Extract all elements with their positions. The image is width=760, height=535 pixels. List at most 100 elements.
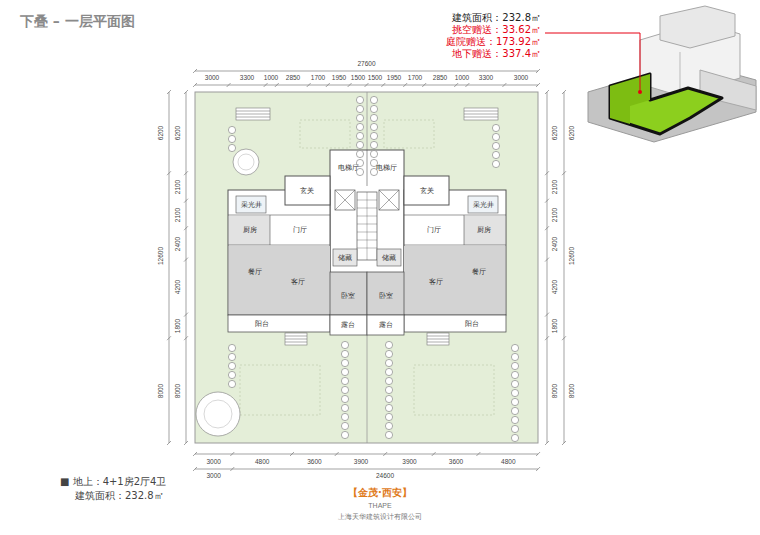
tree: [370, 123, 377, 130]
dimension-text: 3900: [354, 458, 368, 465]
dimension-tick: [562, 171, 566, 175]
tree: [370, 114, 377, 121]
tree: [228, 371, 235, 378]
dimension-text: 3300: [479, 74, 493, 81]
dimension-text: 4200: [551, 280, 558, 294]
dimension-tick: [290, 452, 294, 456]
dimension-tick: [422, 83, 426, 87]
room-label: 玄关: [300, 187, 314, 195]
massing-icon: [545, 6, 756, 142]
tree: [385, 413, 392, 420]
tree: [228, 353, 235, 360]
dimension-tick: [454, 83, 458, 87]
tree: [341, 359, 348, 366]
room-label: 卧室: [379, 292, 393, 300]
dimension-line: [195, 454, 538, 455]
dimension-line: [186, 92, 187, 443]
dimension-tick: [167, 441, 171, 445]
trees: [196, 96, 519, 441]
dimension-tick: [545, 441, 549, 445]
dimension-tick: [275, 83, 279, 87]
tree: [228, 126, 235, 133]
dimension-tick: [383, 452, 387, 456]
unit-note: 建筑面积：232.8㎡: [75, 490, 164, 502]
tree-canopy: [204, 400, 232, 428]
tree: [341, 377, 348, 384]
room-label: 卧室: [341, 292, 355, 300]
dimension-tick: [307, 83, 311, 87]
dimension-tick: [167, 336, 171, 340]
dimension-tick: [536, 467, 540, 471]
dimension-text: 2100: [174, 207, 181, 221]
tree: [385, 386, 392, 393]
dimension-line: [195, 469, 538, 470]
tree: [511, 425, 518, 432]
tree: [233, 149, 259, 175]
dimension-text: 3000: [205, 74, 219, 81]
tree: [511, 407, 518, 414]
room-label: 阳台: [465, 319, 479, 327]
room-label: 厨房: [243, 226, 257, 234]
dimension-tick: [381, 83, 385, 87]
dimension-tick: [502, 83, 506, 87]
tree: [492, 151, 499, 158]
tree: [385, 422, 392, 429]
dimension-text: 2850: [286, 74, 300, 81]
tree: [341, 413, 348, 420]
dimension-text: 1700: [408, 74, 422, 81]
tree: [228, 135, 235, 142]
building-plan: [228, 150, 506, 335]
tree: [341, 404, 348, 411]
tree: [511, 353, 518, 360]
dimension-text: 1000: [455, 74, 469, 81]
dimension-line: [547, 92, 548, 443]
dimension-text: 4200: [174, 280, 181, 294]
tree: [356, 105, 363, 112]
dimension-text: 2100: [174, 180, 181, 194]
dimension-tick: [184, 441, 188, 445]
room-label: 露台: [341, 321, 355, 329]
tree: [341, 431, 348, 438]
dimension-tick: [545, 90, 549, 94]
tree: [385, 404, 392, 411]
dimension-line: [169, 92, 170, 443]
dimension-text: 2100: [551, 207, 558, 221]
dimension-tick: [230, 452, 234, 456]
page-title: 下叠 – 一层平面图: [20, 13, 135, 29]
tree: [385, 395, 392, 402]
designer-credit: THAPE: [368, 502, 391, 510]
dimension-text: 27600: [357, 60, 375, 67]
dimension-tick: [230, 467, 234, 471]
dimension-text: 4800: [501, 458, 515, 465]
tree: [511, 389, 518, 396]
tree: [341, 350, 348, 357]
dimension-text: 8000: [568, 383, 575, 397]
tree: [511, 416, 518, 423]
tree: [196, 392, 240, 436]
room-label: 门厅: [427, 226, 441, 234]
dimension-lines: [167, 69, 566, 471]
dimension-text: 3900: [402, 458, 416, 465]
tree: [385, 368, 392, 375]
dimension-tick: [545, 313, 549, 317]
dimension-text: 8000: [551, 383, 558, 397]
dimension-tick: [545, 226, 549, 230]
dimension-line: [195, 71, 538, 72]
tree: [492, 124, 499, 131]
tree: [228, 344, 235, 351]
dimension-tick: [193, 452, 197, 456]
dimension-tick: [536, 452, 540, 456]
dimension-text: 6200: [174, 125, 181, 139]
dimension-text: 24600: [376, 472, 394, 479]
dimension-tick: [365, 83, 369, 87]
dimension-tick: [465, 83, 469, 87]
dimension-text: 6200: [568, 125, 575, 139]
tree: [385, 350, 392, 357]
tree: [385, 377, 392, 384]
tree: [511, 371, 518, 378]
dimension-text: 2100: [551, 180, 558, 194]
dimension-tick: [403, 83, 407, 87]
unit-note: ■ 地上：4+1房2厅4卫: [60, 476, 166, 488]
dimension-tick: [193, 83, 197, 87]
dimension-tick: [326, 83, 330, 87]
